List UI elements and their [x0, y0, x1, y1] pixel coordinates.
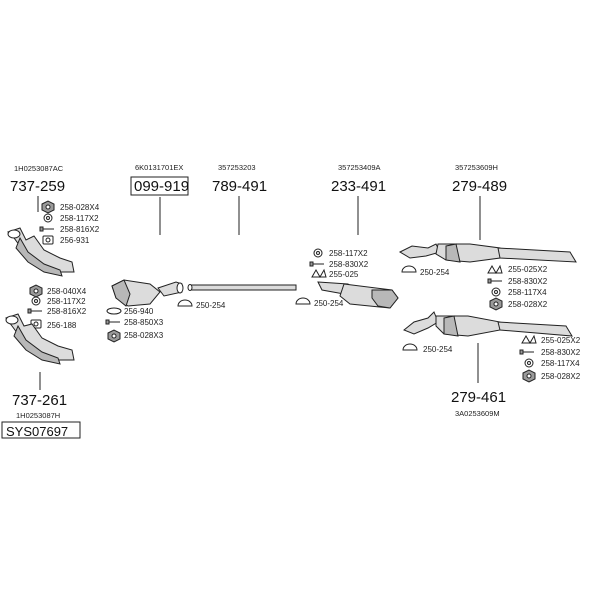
accessory-label[interactable]: 258-816X2 — [47, 307, 87, 316]
accessory-nut-icon-a5 — [29, 284, 43, 298]
accessory-nut-icon-a1 — [41, 200, 55, 214]
group-279-461: 279-461 3A0253609M — [403, 311, 573, 418]
accessory-label[interactable]: 258-816X2 — [60, 225, 100, 234]
accessory-label[interactable]: 256-931 — [60, 236, 90, 245]
part-number[interactable]: 789-491 — [212, 178, 267, 195]
accessory-bracket-icon-a23 — [521, 334, 537, 345]
group-737-259: 1H0253087AC 737-259 — [7, 164, 75, 277]
accessory-clamp-icon-a17 — [401, 265, 417, 273]
group-789-491: 357253203 789-491 — [187, 163, 297, 291]
oem-number: 3A0253609M — [455, 409, 500, 418]
accessory-label[interactable]: 250-254 — [314, 299, 344, 308]
front-pipe-part[interactable] — [5, 313, 75, 365]
group-233-491: 357253409A 233-491 — [317, 163, 399, 309]
accessory-nut-icon-a26 — [522, 369, 536, 383]
accessory-bolt-icon-a24 — [519, 349, 534, 355]
accessory-label[interactable]: 258-028X3 — [124, 331, 164, 340]
accessory-label[interactable]: 258-117X4 — [508, 288, 547, 297]
accessory-clamp-icon-a22 — [402, 343, 418, 351]
accessory-bolt-icon-a19 — [487, 278, 502, 284]
accessory-washer-icon-a6 — [31, 296, 41, 306]
accessory-nut-icon-a11 — [107, 329, 121, 343]
accessory-label[interactable]: 256-188 — [47, 321, 77, 330]
oem-number: 357253609H — [455, 163, 498, 172]
catalytic-converter-part[interactable] — [111, 279, 184, 307]
part-number[interactable]: 737-261 — [12, 392, 67, 409]
accessory-label[interactable]: 258-830X2 — [541, 348, 581, 357]
oem-number: 1H0253087H — [16, 411, 60, 420]
part-number[interactable]: 099-919 — [134, 178, 189, 195]
rear-silencer-part[interactable] — [403, 311, 573, 337]
middle-silencer-part[interactable] — [317, 281, 399, 309]
accessory-label[interactable]: 258-830X2 — [508, 277, 548, 286]
rear-silencer-part[interactable] — [398, 243, 577, 263]
part-number[interactable]: 233-491 — [331, 178, 386, 195]
accessory-clamp-icon-a12 — [177, 299, 193, 307]
part-number[interactable]: 279-461 — [451, 389, 506, 406]
accessory-label[interactable]: 258-850X3 — [124, 318, 164, 327]
accessory-bolt-icon-a7 — [27, 308, 42, 314]
accessory-label[interactable]: 258-040X4 — [47, 287, 87, 296]
accessory-label[interactable]: 255-025X2 — [508, 265, 548, 274]
accessory-label[interactable]: 250-254 — [420, 268, 450, 277]
accessory-label[interactable]: 258-117X2 — [47, 297, 86, 306]
accessory-label[interactable]: 250-254 — [423, 345, 453, 354]
oem-number: 6K0131701EX — [135, 163, 183, 172]
oem-number: 357253203 — [218, 163, 256, 172]
accessory-label[interactable]: 258-830X2 — [329, 260, 369, 269]
accessory-nut-icon-a21 — [489, 297, 503, 311]
group-099-919: 6K0131701EX 099-919 — [111, 163, 189, 307]
accessory-label[interactable]: 258-117X2 — [329, 249, 368, 258]
accessory-washer-icon-a20 — [491, 287, 501, 297]
group-737-261: 737-261 1H0253087H — [5, 313, 75, 420]
oem-number: 1H0253087AC — [14, 164, 64, 173]
intermediate-pipe-part[interactable] — [187, 284, 297, 291]
accessory-label[interactable]: 255-025X2 — [541, 336, 581, 345]
accessory-label[interactable]: 256-940 — [124, 307, 154, 316]
group-279-489: 357253609H 279-489 — [398, 163, 577, 263]
accessory-bolt-icon-a15 — [309, 261, 324, 267]
accessory-label[interactable]: 250-254 — [196, 301, 226, 310]
system-code-box: SYS07697 — [1, 421, 81, 439]
accessory-bolt-icon-a10 — [105, 319, 120, 325]
accessory-label[interactable]: 255-025 — [329, 270, 359, 279]
accessory-bracket-icon-a16 — [311, 268, 327, 279]
accessory-bracket-icon-a18 — [487, 264, 503, 275]
front-pipe-part[interactable] — [7, 227, 75, 277]
part-number[interactable]: 737-259 — [10, 178, 65, 195]
accessory-bolt-icon-a3 — [39, 226, 54, 232]
part-number-box — [130, 176, 189, 196]
accessory-label[interactable]: 258-117X4 — [541, 359, 580, 368]
accessory-label[interactable]: 258-028X4 — [60, 203, 100, 212]
accessory-clamp-icon-a13 — [295, 297, 311, 305]
accessory-label[interactable]: 258-028X2 — [508, 300, 548, 309]
oem-number: 357253409A — [338, 163, 381, 172]
accessory-washer-icon-a25 — [524, 358, 534, 368]
accessory-label[interactable]: 258-028X2 — [541, 372, 581, 381]
accessory-label[interactable]: 258-117X2 — [60, 214, 99, 223]
part-number[interactable]: 279-489 — [452, 178, 507, 195]
system-code: SYS07697 — [6, 424, 68, 439]
accessory-washer-icon-a2 — [43, 213, 53, 223]
accessory-gasket-icon-a4 — [42, 235, 54, 245]
accessory-washer-icon-a14 — [313, 248, 323, 258]
accessory-gasket-icon-a9 — [106, 307, 122, 315]
